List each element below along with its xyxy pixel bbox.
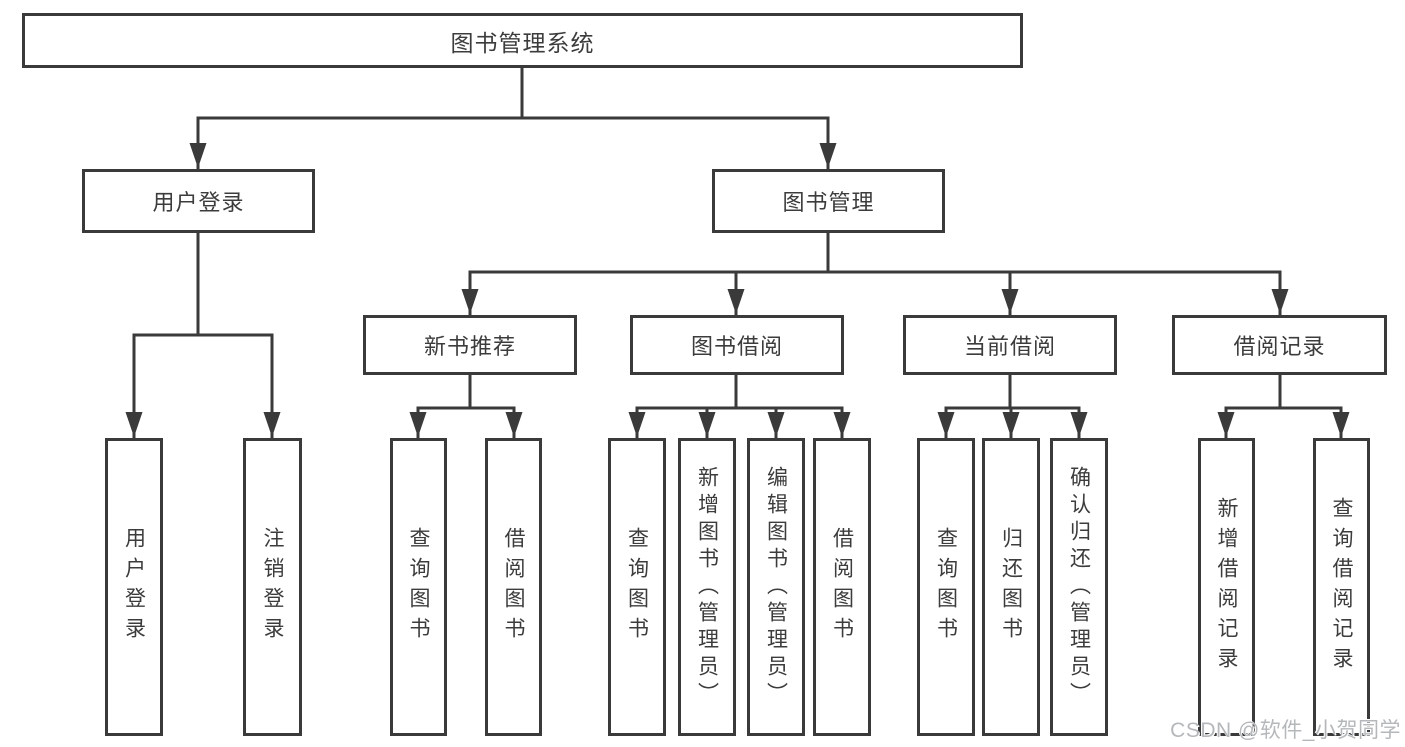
node-user-login-leaf: 用户登录	[105, 438, 163, 736]
connector-root-to-level2	[189, 66, 837, 170]
connector-user-login-branch	[125, 231, 281, 439]
node-book-borrow: 图书借阅	[630, 315, 844, 375]
node-library-management-system: 图书管理系统	[22, 13, 1023, 68]
node-current-borrow: 当前借阅	[903, 315, 1117, 375]
node-query-books-current-label: 查询图书	[934, 527, 958, 647]
node-edit-book-admin-label: 编辑图书（管理员）	[764, 465, 788, 709]
node-borrow-books-leaf: 借阅图书	[813, 438, 871, 736]
connector-book-management-branch	[461, 231, 1289, 316]
connector-borrow-records-branch	[1217, 373, 1350, 439]
node-user-login: 用户登录	[82, 169, 315, 233]
node-edit-book-admin: 编辑图书（管理员）	[747, 438, 805, 736]
node-query-borrow-record-label: 查询借阅记录	[1330, 497, 1353, 677]
node-borrow-books-leaf-label: 借阅图书	[830, 527, 854, 647]
node-query-books-recommend-label: 查询图书	[407, 527, 430, 647]
connector-book-borrow-branch	[628, 373, 851, 439]
node-confirm-return-admin: 确认归还（管理员）	[1050, 438, 1108, 736]
node-new-book-recommend: 新书推荐	[363, 315, 577, 375]
node-return-book: 归还图书	[982, 438, 1040, 736]
node-borrow-books-recommend: 借阅图书	[485, 438, 542, 736]
node-query-books-borrow-label: 查询图书	[625, 527, 649, 647]
node-confirm-return-admin-label: 确认归还（管理员）	[1067, 465, 1091, 709]
connector-current-borrow-branch	[937, 373, 1088, 439]
node-return-book-label: 归还图书	[999, 527, 1023, 647]
connector-new-book-recommend-branch	[409, 373, 523, 439]
node-borrow-records: 借阅记录	[1172, 315, 1387, 375]
node-add-borrow-record-label: 新增借阅记录	[1215, 497, 1238, 677]
node-logout-label: 注销登录	[261, 527, 284, 647]
node-add-book-admin-label: 新增图书（管理员）	[695, 465, 719, 709]
node-book-management: 图书管理	[712, 169, 945, 233]
node-query-books-recommend: 查询图书	[390, 438, 447, 736]
node-query-books-borrow: 查询图书	[608, 438, 666, 736]
node-query-books-current: 查询图书	[917, 438, 975, 736]
node-query-borrow-record: 查询借阅记录	[1313, 438, 1370, 736]
node-borrow-books-recommend-label: 借阅图书	[502, 527, 525, 647]
node-add-book-admin: 新增图书（管理员）	[678, 438, 736, 736]
csdn-watermark: CSDN @软件_小贺同学	[1170, 719, 1401, 742]
node-logout: 注销登录	[243, 438, 302, 736]
node-user-login-leaf-label: 用户登录	[122, 527, 146, 647]
node-add-borrow-record: 新增借阅记录	[1198, 438, 1255, 736]
